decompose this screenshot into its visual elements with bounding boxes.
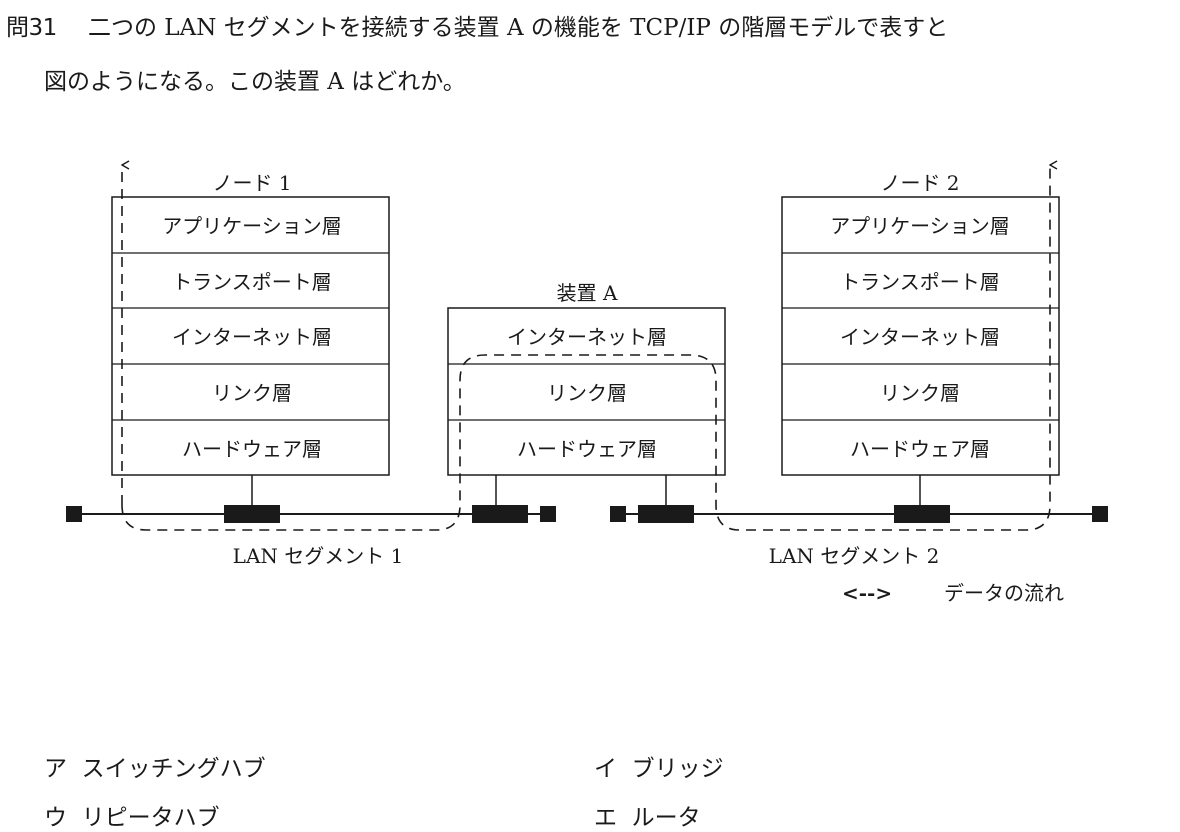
node2-stack: ノード 2 アプリケーション層 トランスポート層 インターネット層 リンク層 ハ…: [781, 171, 1060, 476]
segment1-label: LAN セグメント 1: [233, 544, 404, 568]
segment2-terminator-left: [610, 506, 626, 522]
question-text-line1: 二つの LAN セグメントを接続する装置 A の機能を TCP/IP の階層モデ…: [88, 15, 949, 41]
device-a-title: 装置 A: [557, 281, 618, 305]
legend: <--> データの流れ: [842, 581, 1064, 605]
device-a-layer-hardware: ハードウェア層: [517, 437, 657, 461]
node1-layer-internet: インターネット層: [172, 325, 332, 349]
node1-transceiver: [224, 505, 280, 523]
option-u-mark: ウ: [44, 805, 67, 831]
option-u[interactable]: ウ リピータハブ: [44, 798, 220, 832]
option-i[interactable]: イ ブリッジ: [594, 749, 724, 783]
question-number: 問31: [6, 15, 57, 41]
option-e-mark: エ: [594, 805, 617, 831]
node2-layer-application: アプリケーション層: [830, 214, 1010, 238]
segment1-terminator-left: [66, 506, 82, 522]
segment1-terminator-right: [540, 506, 556, 522]
node2-layer-hardware: ハードウェア層: [850, 437, 990, 461]
device-a-stack: 装置 A インターネット層 リンク層 ハードウェア層: [447, 281, 726, 476]
node1-stack: ノード 1 アプリケーション層 トランスポート層 インターネット層 リンク層 ハ…: [111, 171, 390, 476]
option-i-text: ブリッジ: [631, 756, 724, 782]
node2-transceiver: [894, 505, 950, 523]
option-a[interactable]: ア スイッチングハブ: [44, 749, 266, 783]
node1-title: ノード 1: [212, 171, 291, 195]
lan-segment-1: [66, 475, 556, 523]
device-a-layer-internet: インターネット層: [507, 325, 667, 349]
option-u-text: リピータハブ: [81, 805, 220, 831]
lan-segment-2: [610, 475, 1108, 523]
option-e[interactable]: エ ルータ: [594, 798, 701, 832]
node2-title: ノード 2: [880, 171, 959, 195]
option-e-text: ルータ: [631, 805, 701, 831]
node2-layer-internet: インターネット層: [840, 325, 1000, 349]
option-i-mark: イ: [594, 756, 617, 782]
node1-layer-link: リンク層: [212, 381, 292, 405]
node2-layer-link: リンク層: [880, 381, 960, 405]
segment2-label: LAN セグメント 2: [769, 544, 940, 568]
segment2-terminator-right: [1092, 506, 1108, 522]
device-a-transceiver-2: [638, 505, 694, 523]
data-flow-path: [122, 165, 1050, 531]
question-text-line2: 図のようになる。この装置 A はどれか。: [44, 69, 466, 95]
device-a-layer-link: リンク層: [547, 381, 627, 405]
node1-layer-transport: トランスポート層: [172, 270, 332, 294]
legend-label: データの流れ: [944, 581, 1064, 605]
option-a-mark: ア: [44, 756, 67, 782]
legend-arrow: <-->: [842, 581, 892, 605]
device-a-transceiver-1: [472, 505, 528, 523]
node1-layer-hardware: ハードウェア層: [182, 437, 322, 461]
node1-layer-application: アプリケーション層: [162, 214, 342, 238]
node2-layer-transport: トランスポート層: [840, 270, 1000, 294]
option-a-text: スイッチングハブ: [81, 756, 266, 782]
